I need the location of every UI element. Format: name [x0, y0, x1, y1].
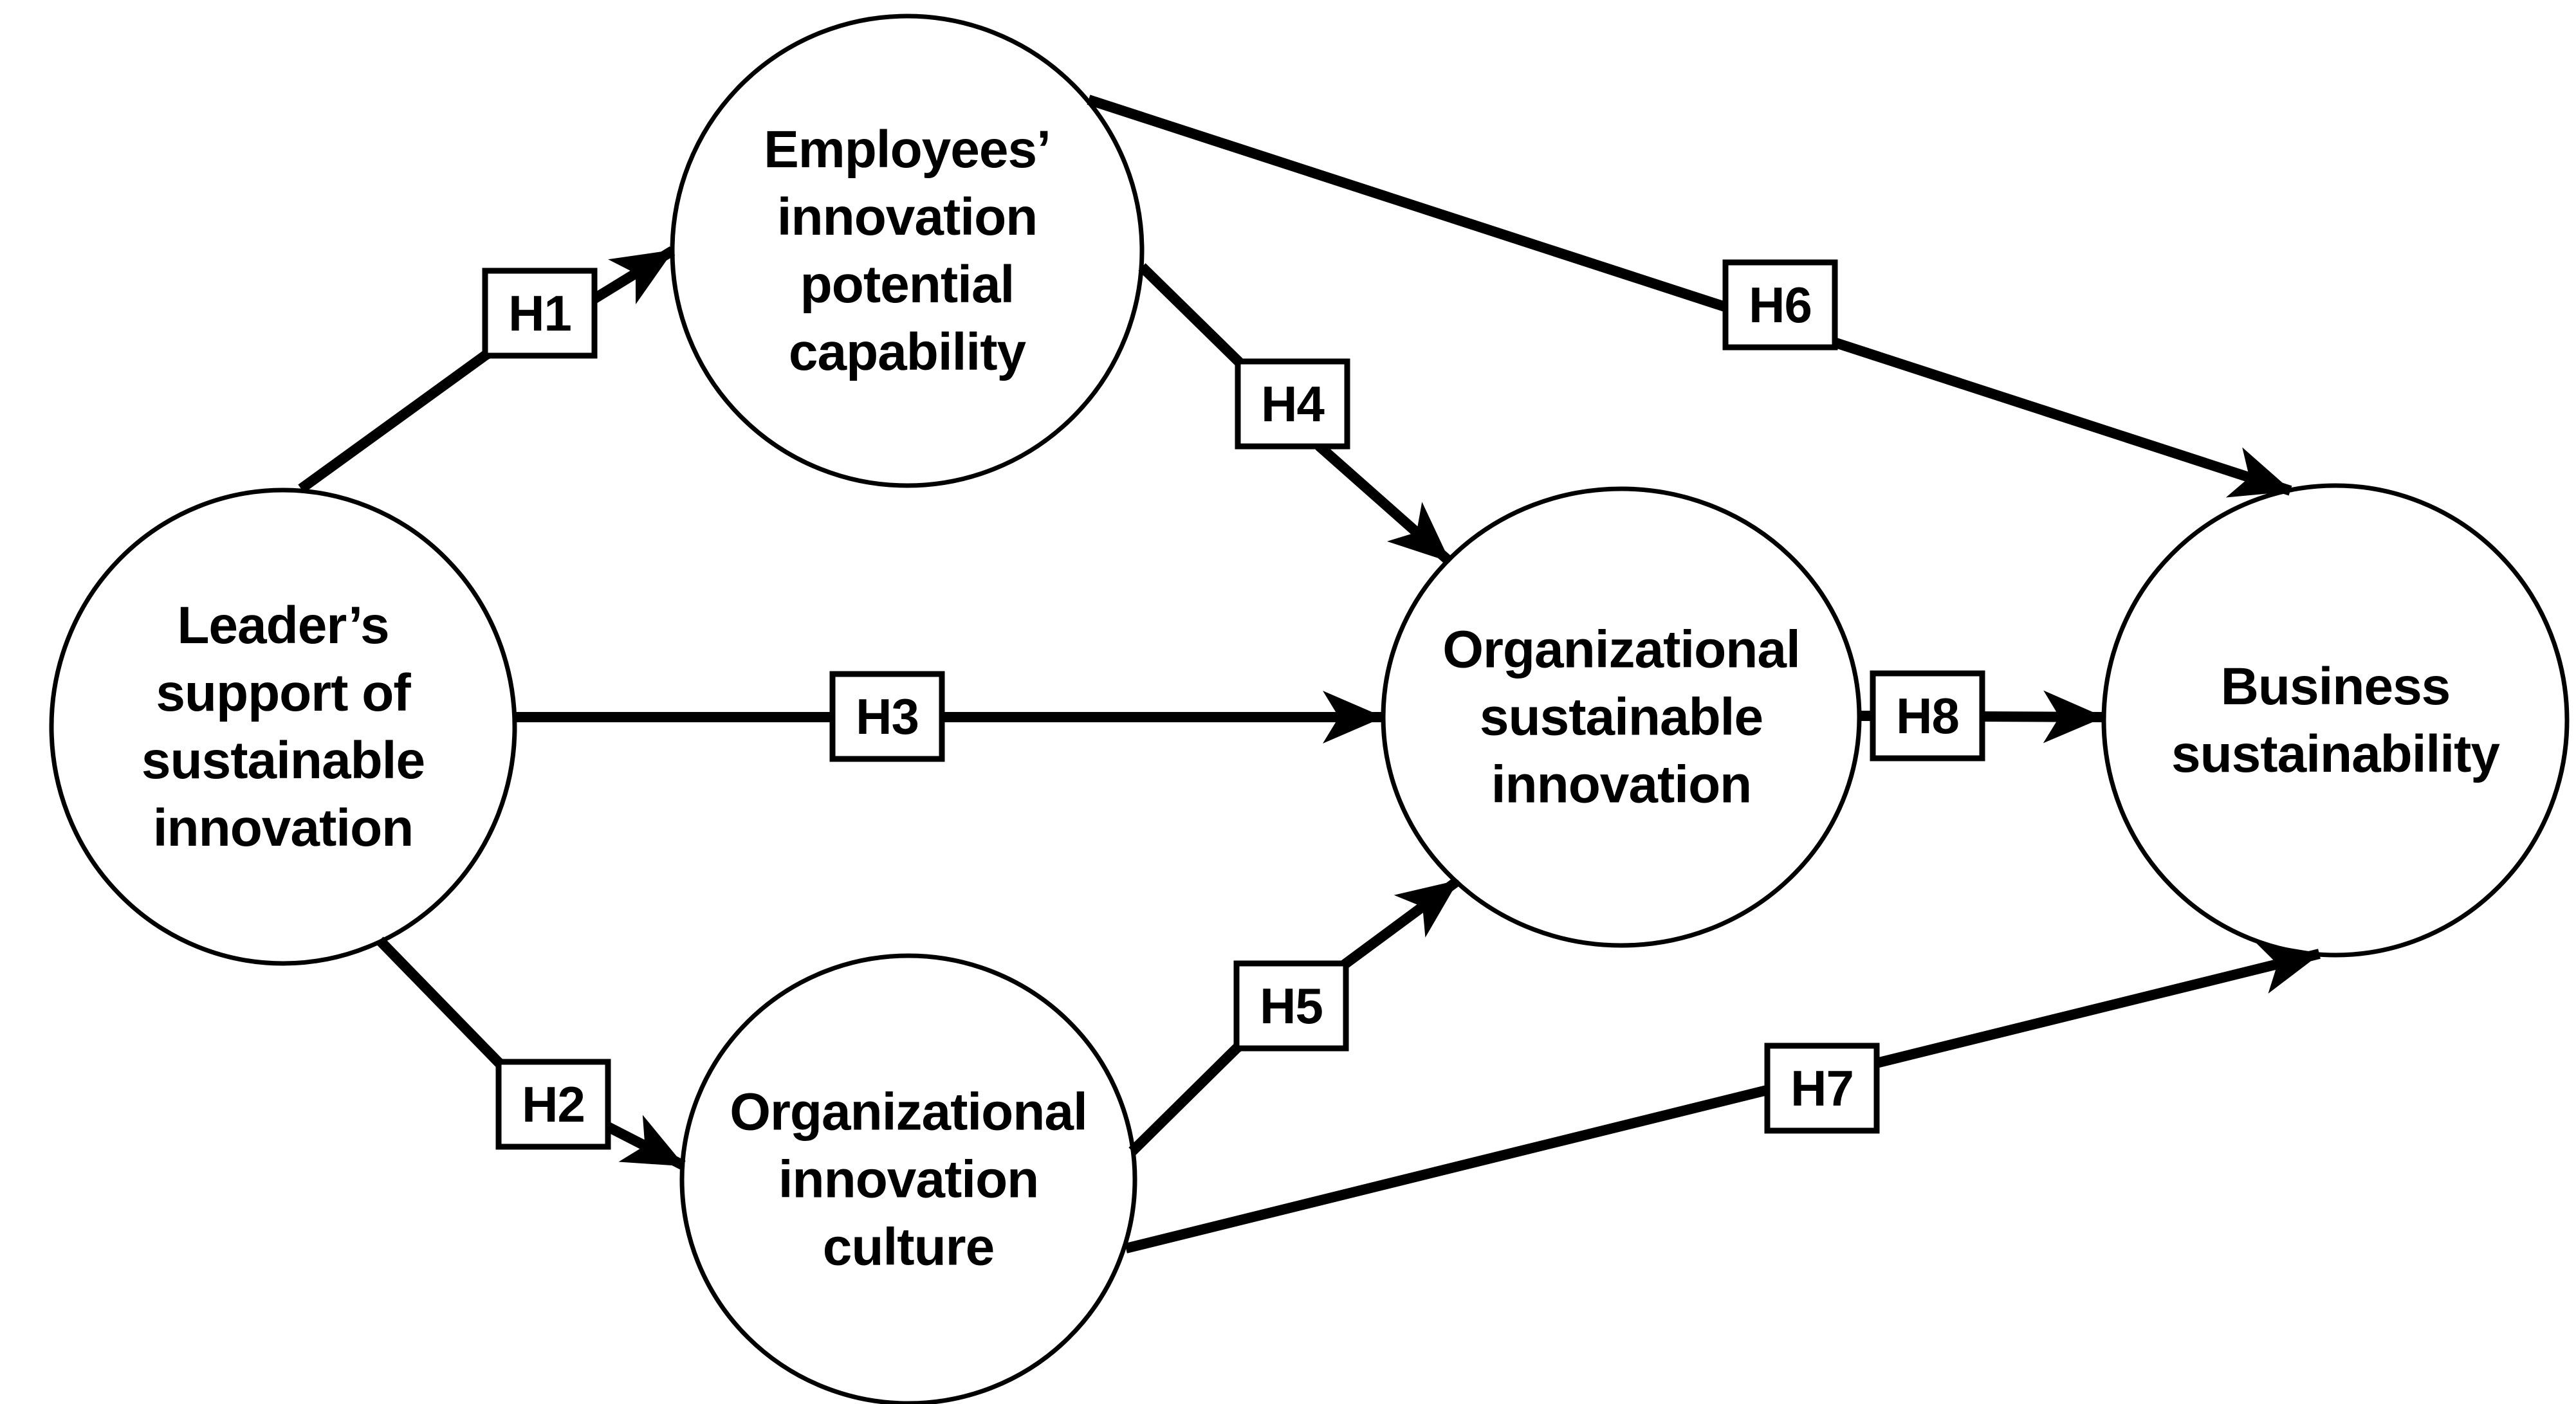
edge-h4-label: H4 [1261, 376, 1324, 432]
edge-h4-label-box [1235, 358, 1350, 450]
edge-h3-label-box [829, 671, 945, 762]
edge-h1-label-box [482, 268, 598, 359]
edge-h3-label: H3 [856, 688, 919, 745]
edge-h8-label-box [1870, 670, 1985, 761]
edge-h6-label-box [1722, 259, 1838, 351]
edge-h5-label-box [1233, 960, 1349, 1052]
edge-h8-label: H8 [1896, 688, 1959, 744]
edge-h7-label-box [1764, 1043, 1880, 1134]
node-bs-ellipse [2101, 483, 2570, 958]
node-eipc-ellipse [670, 14, 1145, 488]
node-lssi-ellipse [49, 488, 517, 966]
edge-h7-arrow [1125, 942, 2321, 1254]
edge-h6-label: H6 [1749, 277, 1812, 333]
edge-h6-arrow [1087, 95, 2292, 498]
edge-h7-label: H7 [1790, 1060, 1854, 1117]
edge-h5-label: H5 [1260, 978, 1323, 1034]
edge-h2-label: H2 [522, 1076, 585, 1133]
node-oic-ellipse [679, 953, 1137, 1404]
edge-h2-label-box [495, 1059, 611, 1150]
edge-h1-label: H1 [508, 285, 571, 342]
